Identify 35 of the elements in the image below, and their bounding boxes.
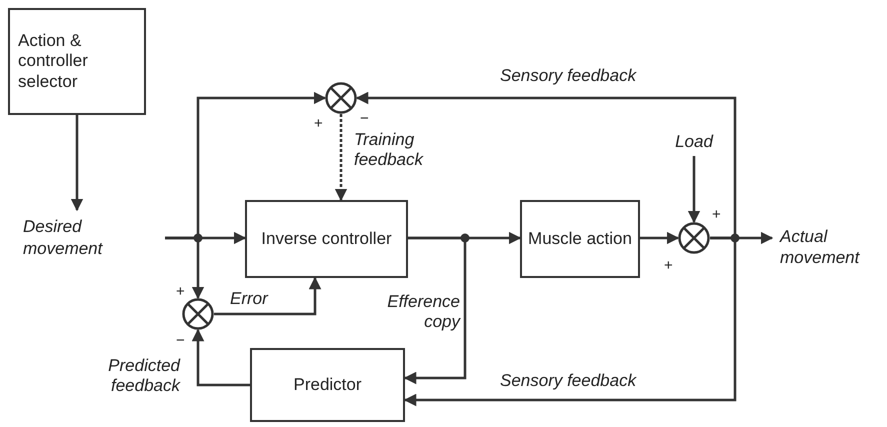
edge-label: Training feedback <box>354 130 424 171</box>
process-box <box>520 200 640 278</box>
box-label: Predictor <box>293 374 362 396</box>
arrow <box>640 232 680 244</box>
signal-label: Desired movement <box>23 216 104 259</box>
process-box <box>8 8 146 115</box>
edge-label: Efference copy <box>386 292 460 333</box>
arrow <box>334 114 348 202</box>
sign-label: − <box>360 111 369 126</box>
sign-label: + <box>314 116 323 131</box>
sign-label: + <box>712 207 721 222</box>
sign-label: + <box>664 258 673 273</box>
box-label: Action & controller selector <box>18 30 89 92</box>
arrow <box>688 156 700 224</box>
signal-label: Actual movement <box>780 226 861 268</box>
edge-label: Sensory feedback <box>500 371 638 392</box>
signal-label: Load <box>675 131 713 153</box>
box-label: Inverse controller <box>261 228 392 250</box>
edge-label: Sensory feedback <box>500 66 638 86</box>
process-box <box>245 200 408 278</box>
summing-junction <box>182 298 214 330</box>
arrow <box>70 115 84 212</box>
sign-label: − <box>176 333 185 348</box>
edge-label: Error <box>230 289 270 310</box>
sign-label: + <box>176 284 185 299</box>
process-box <box>250 348 405 422</box>
edge-label: Predicted feedback <box>107 356 180 397</box>
box-label: Muscle action <box>528 228 632 250</box>
arrow <box>192 328 250 386</box>
summing-junction <box>678 222 710 254</box>
arrow <box>404 236 736 406</box>
arrow <box>404 236 466 384</box>
arrow <box>165 236 204 300</box>
arrow <box>214 276 322 316</box>
summing-junction <box>325 82 357 114</box>
